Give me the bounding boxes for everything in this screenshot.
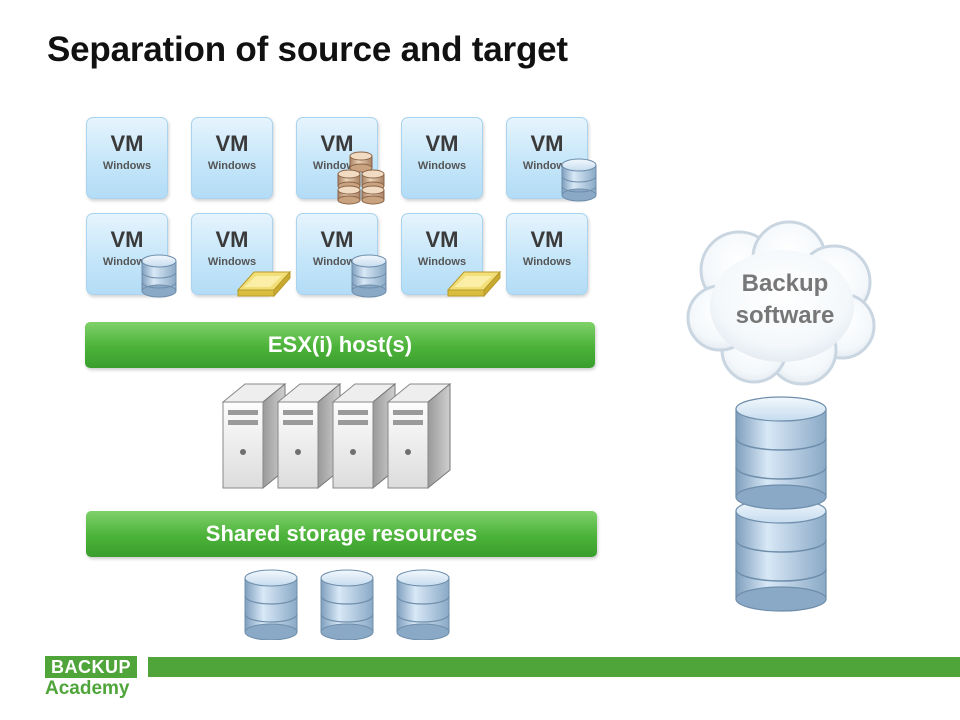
- vm-os-label: Windows: [312, 256, 362, 268]
- cloud-line-2: software: [735, 302, 835, 329]
- server-icon: [221, 382, 287, 490]
- logo-line-1: BACKUP: [45, 656, 137, 678]
- database-icon: [735, 396, 827, 510]
- database-icon: [244, 569, 298, 640]
- database-icon: [735, 498, 827, 612]
- cloud-line-1: Backup: [741, 270, 829, 297]
- vm-label: VM: [215, 131, 249, 156]
- folder-icon: [236, 260, 292, 300]
- esx-host-bar: ESX(i) host(s): [85, 322, 595, 368]
- cloud-icon: [686, 220, 876, 386]
- vm-os-label: Windows: [417, 256, 467, 268]
- vm-os-label: Windows: [522, 160, 572, 172]
- server-icon: [386, 382, 452, 490]
- vm-os-label: Windows: [522, 256, 572, 268]
- shared-storage-label: Shared storage resources: [205, 521, 478, 546]
- vm-tile: VM Windows: [296, 117, 385, 205]
- esx-host-label: ESX(i) host(s): [267, 332, 413, 357]
- vm-tile: VM Windows: [191, 117, 273, 199]
- vm-tile: VM Windows: [86, 213, 177, 298]
- logo-line-2: Academy: [45, 678, 130, 699]
- vm-label: VM: [425, 131, 459, 156]
- vm-os-label: Windows: [417, 160, 467, 172]
- database-icon: [396, 569, 450, 640]
- database-icon: [320, 569, 374, 640]
- footer-bar: [148, 657, 960, 677]
- database-icon: [139, 254, 179, 300]
- storage-disk-group: [244, 569, 450, 640]
- vm-label: VM: [110, 131, 144, 156]
- vm-os-label: Windows: [207, 256, 257, 268]
- backup-software-label: Backup software: [700, 268, 870, 332]
- backup-storage-icon: [735, 396, 827, 612]
- vm-tile: VM Windows: [506, 117, 597, 202]
- vm-os-label: Windows: [102, 256, 152, 268]
- vm-label: VM: [425, 227, 459, 252]
- server-icon: [276, 382, 342, 490]
- vm-tile: VM Windows: [296, 213, 387, 298]
- vm-os-label: Windows: [312, 160, 362, 172]
- vm-label: VM: [110, 227, 144, 252]
- shared-storage-bar: Shared storage resources: [86, 511, 597, 557]
- vm-label: VM: [215, 227, 249, 252]
- database-icon: [349, 254, 389, 300]
- server-rack-group: [221, 382, 452, 490]
- vm-label: VM: [530, 227, 564, 252]
- server-icon: [331, 382, 397, 490]
- database-icon: [559, 158, 599, 204]
- slide-title: Separation of source and target: [47, 30, 568, 69]
- folder-icon: [446, 260, 502, 300]
- vm-tile: VM Windows: [506, 213, 588, 295]
- vm-label: VM: [530, 131, 564, 156]
- vm-tile: VM Windows: [191, 213, 292, 298]
- vm-os-label: Windows: [102, 160, 152, 172]
- vm-tile: VM Windows: [401, 117, 483, 199]
- vm-tile: VM Windows: [401, 213, 502, 298]
- vm-tile: VM Windows: [86, 117, 168, 199]
- vm-label: VM: [320, 227, 354, 252]
- coin-stack-icon: [335, 150, 389, 206]
- vm-label: VM: [320, 131, 354, 156]
- vm-os-label: Windows: [207, 160, 257, 172]
